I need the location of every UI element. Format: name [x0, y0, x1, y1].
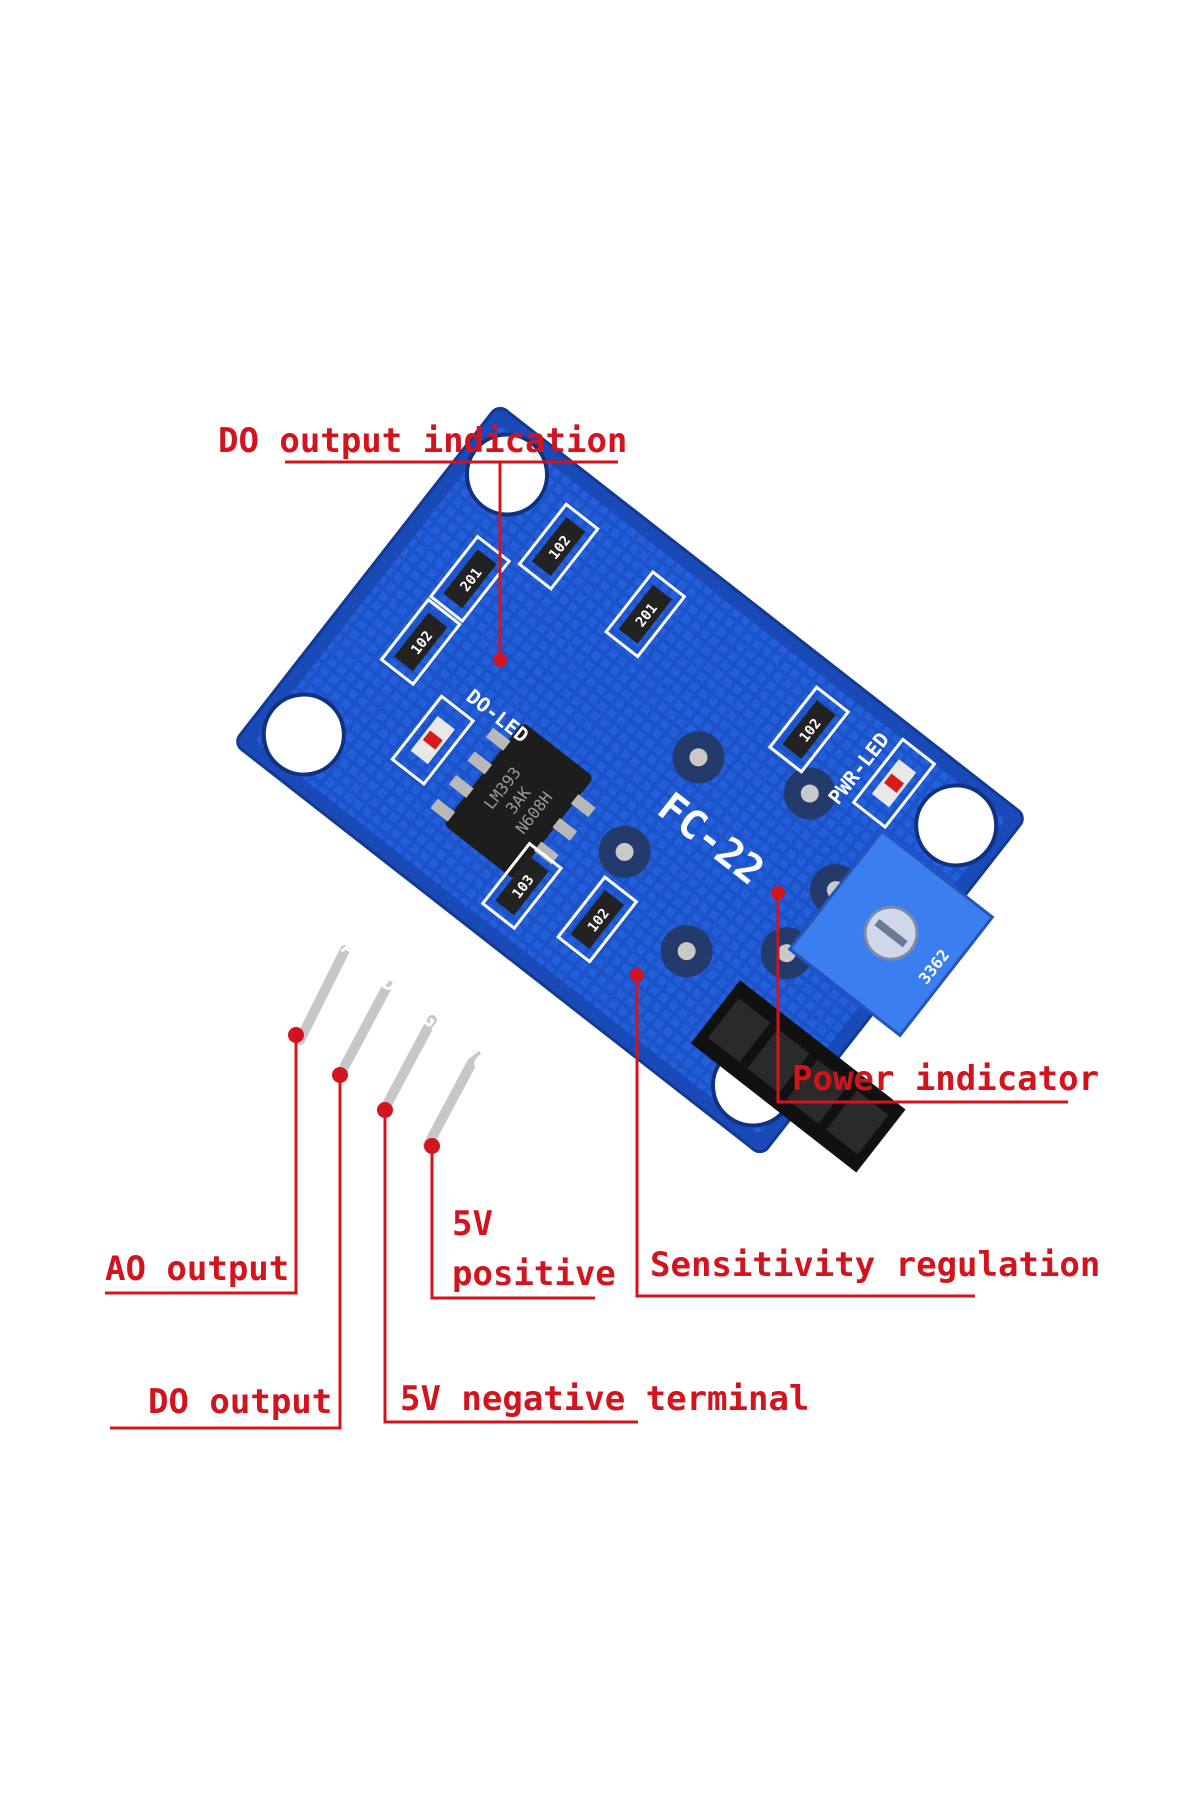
- label-do-output: DO output: [148, 1382, 332, 1422]
- label-5v-negative-terminal: 5V negative terminal: [400, 1379, 809, 1419]
- label-do-output-indication: DO output indication: [218, 421, 627, 461]
- annotation-leaders: [105, 460, 1068, 1430]
- label-power-indicator: Power indicator: [792, 1059, 1099, 1099]
- label-5v-positive: positive: [452, 1254, 616, 1294]
- annotation-labels: DO output indication Power indicator AO …: [105, 421, 1100, 1422]
- label-ao-output: AO output: [105, 1249, 289, 1289]
- pin-header: [690, 980, 906, 1173]
- lm393-chip: LM393 3AK N608H: [430, 724, 596, 889]
- pin-labels: A DO GND VCC: [336, 935, 503, 1084]
- label-sensitivity-regulation: Sensitivity regulation: [650, 1245, 1100, 1285]
- potentiometer: 3362: [787, 828, 995, 1038]
- label-5v-line1: 5V: [452, 1204, 493, 1244]
- header-pins: [295, 945, 481, 1150]
- smd-resistors: 102 103 102 201 102 201 102: [379, 502, 851, 964]
- pcb-board: FC-22 LM393 3AK N608H 102 103 102 201 10…: [236, 406, 1024, 1173]
